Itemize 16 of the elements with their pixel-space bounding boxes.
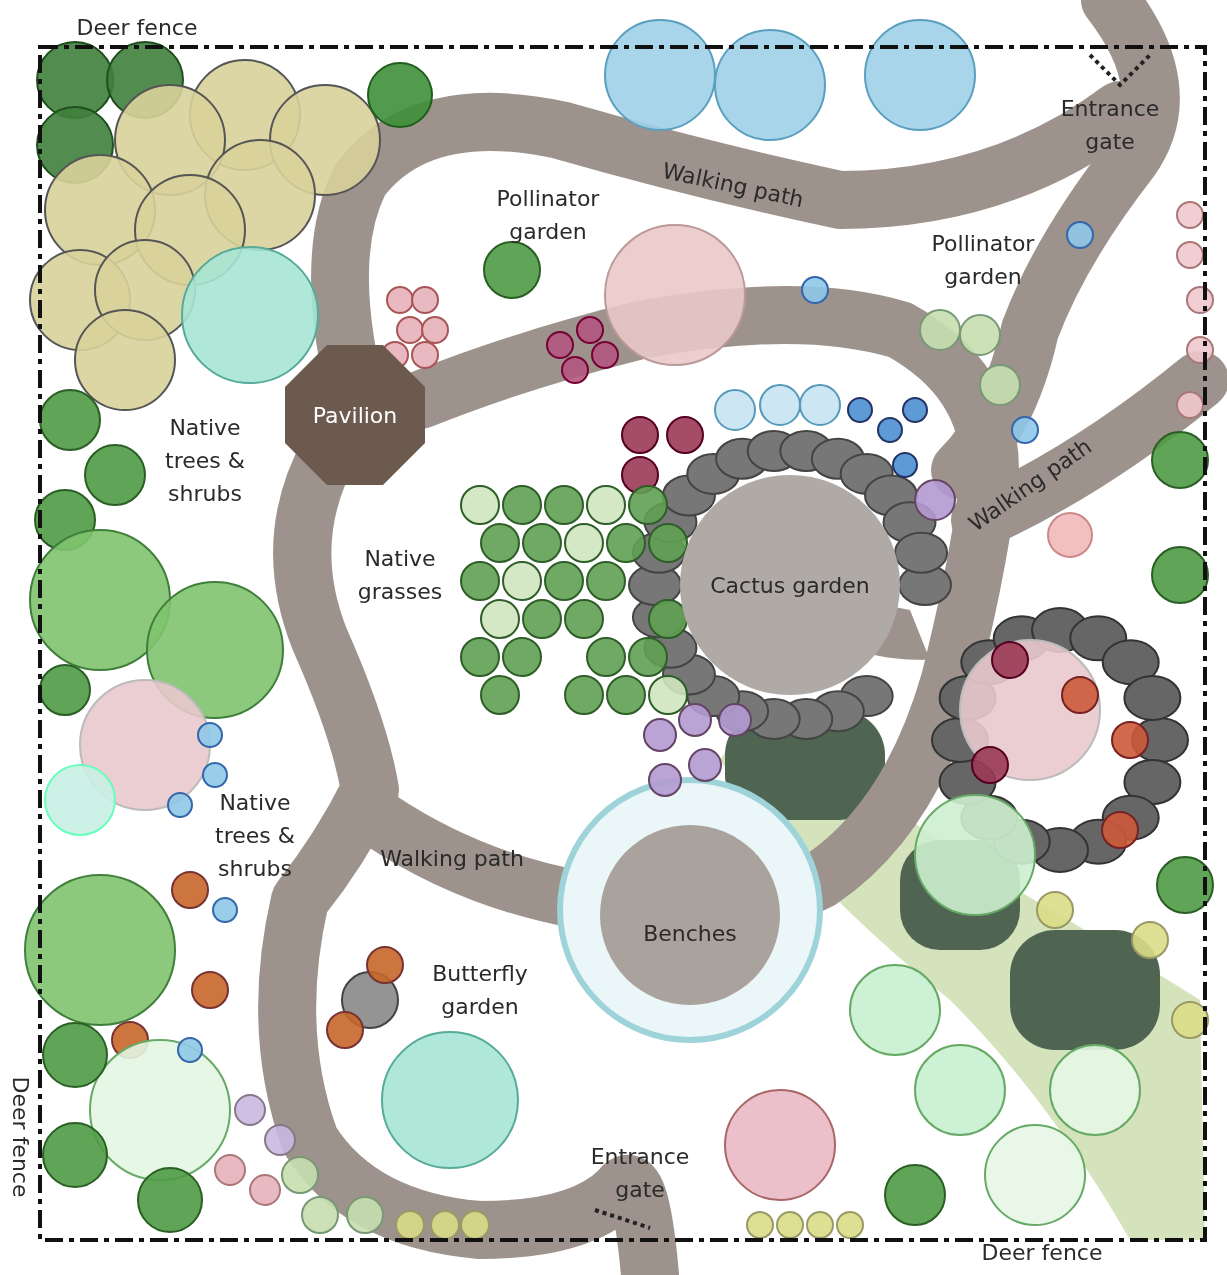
area-label: Butterfly garden bbox=[431, 960, 529, 1021]
fence-label: Deer fence bbox=[6, 1075, 34, 1200]
area-label: Pollinator garden bbox=[930, 230, 1036, 291]
fence-label: Deer fence bbox=[75, 13, 199, 42]
area-label: Native trees & shrubs bbox=[164, 413, 246, 508]
area-label: Cactus garden bbox=[709, 571, 871, 600]
area-label: Pavilion bbox=[311, 401, 399, 430]
area-label: Benches bbox=[642, 920, 738, 948]
area-label: Native trees & shrubs bbox=[214, 788, 296, 883]
area-label: Pollinator garden bbox=[495, 185, 601, 246]
fence-label: Deer fence bbox=[980, 1238, 1104, 1267]
path-label: Walking path bbox=[659, 156, 807, 215]
area-label: Native grasses bbox=[356, 545, 444, 606]
path-label: Walking path bbox=[379, 844, 525, 873]
gate-label: Entrance gate bbox=[589, 1143, 691, 1204]
gate-label: Entrance gate bbox=[1059, 95, 1161, 156]
